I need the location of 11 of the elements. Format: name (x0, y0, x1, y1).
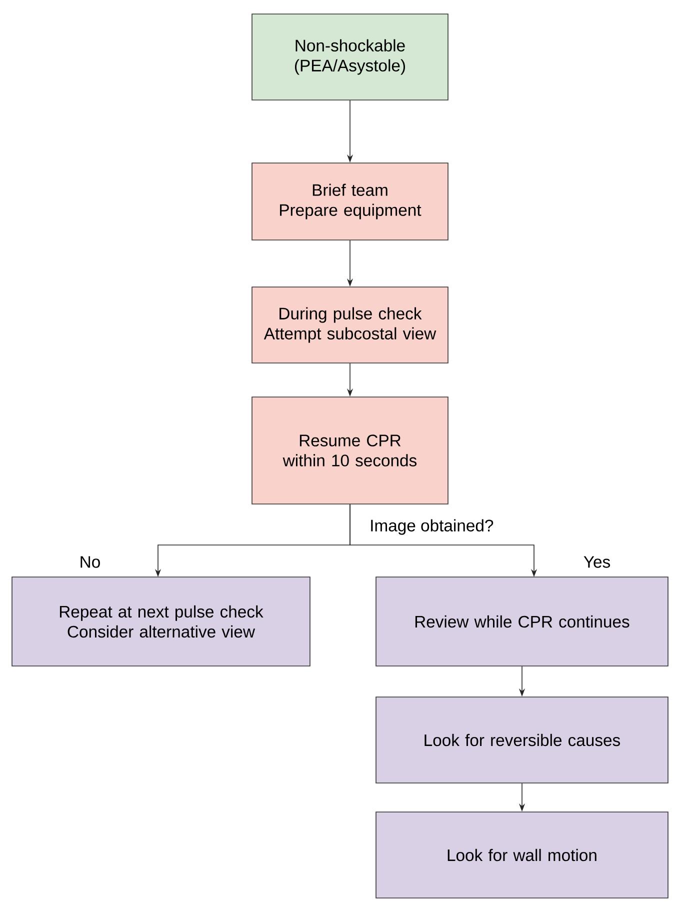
process-box: Non-shockable (PEA/Asystole) (252, 14, 448, 100)
edge-label: No (78, 554, 102, 570)
process-box: Look for wall motion (376, 812, 668, 898)
decision-label: Image obtained? (371, 519, 494, 535)
process-box: Review while CPR continues (376, 576, 668, 666)
process-box: Brief team Prepare equipment (252, 162, 448, 240)
process-box: During pulse check Attempt subcostal view (252, 286, 448, 364)
edge-label: Yes (582, 554, 612, 570)
process-box: Repeat at next pulse check Consider alternative view (12, 576, 310, 666)
process-box: Look for reversible causes (376, 696, 668, 784)
process-box: Resume CPR within 10 seconds (252, 396, 448, 504)
